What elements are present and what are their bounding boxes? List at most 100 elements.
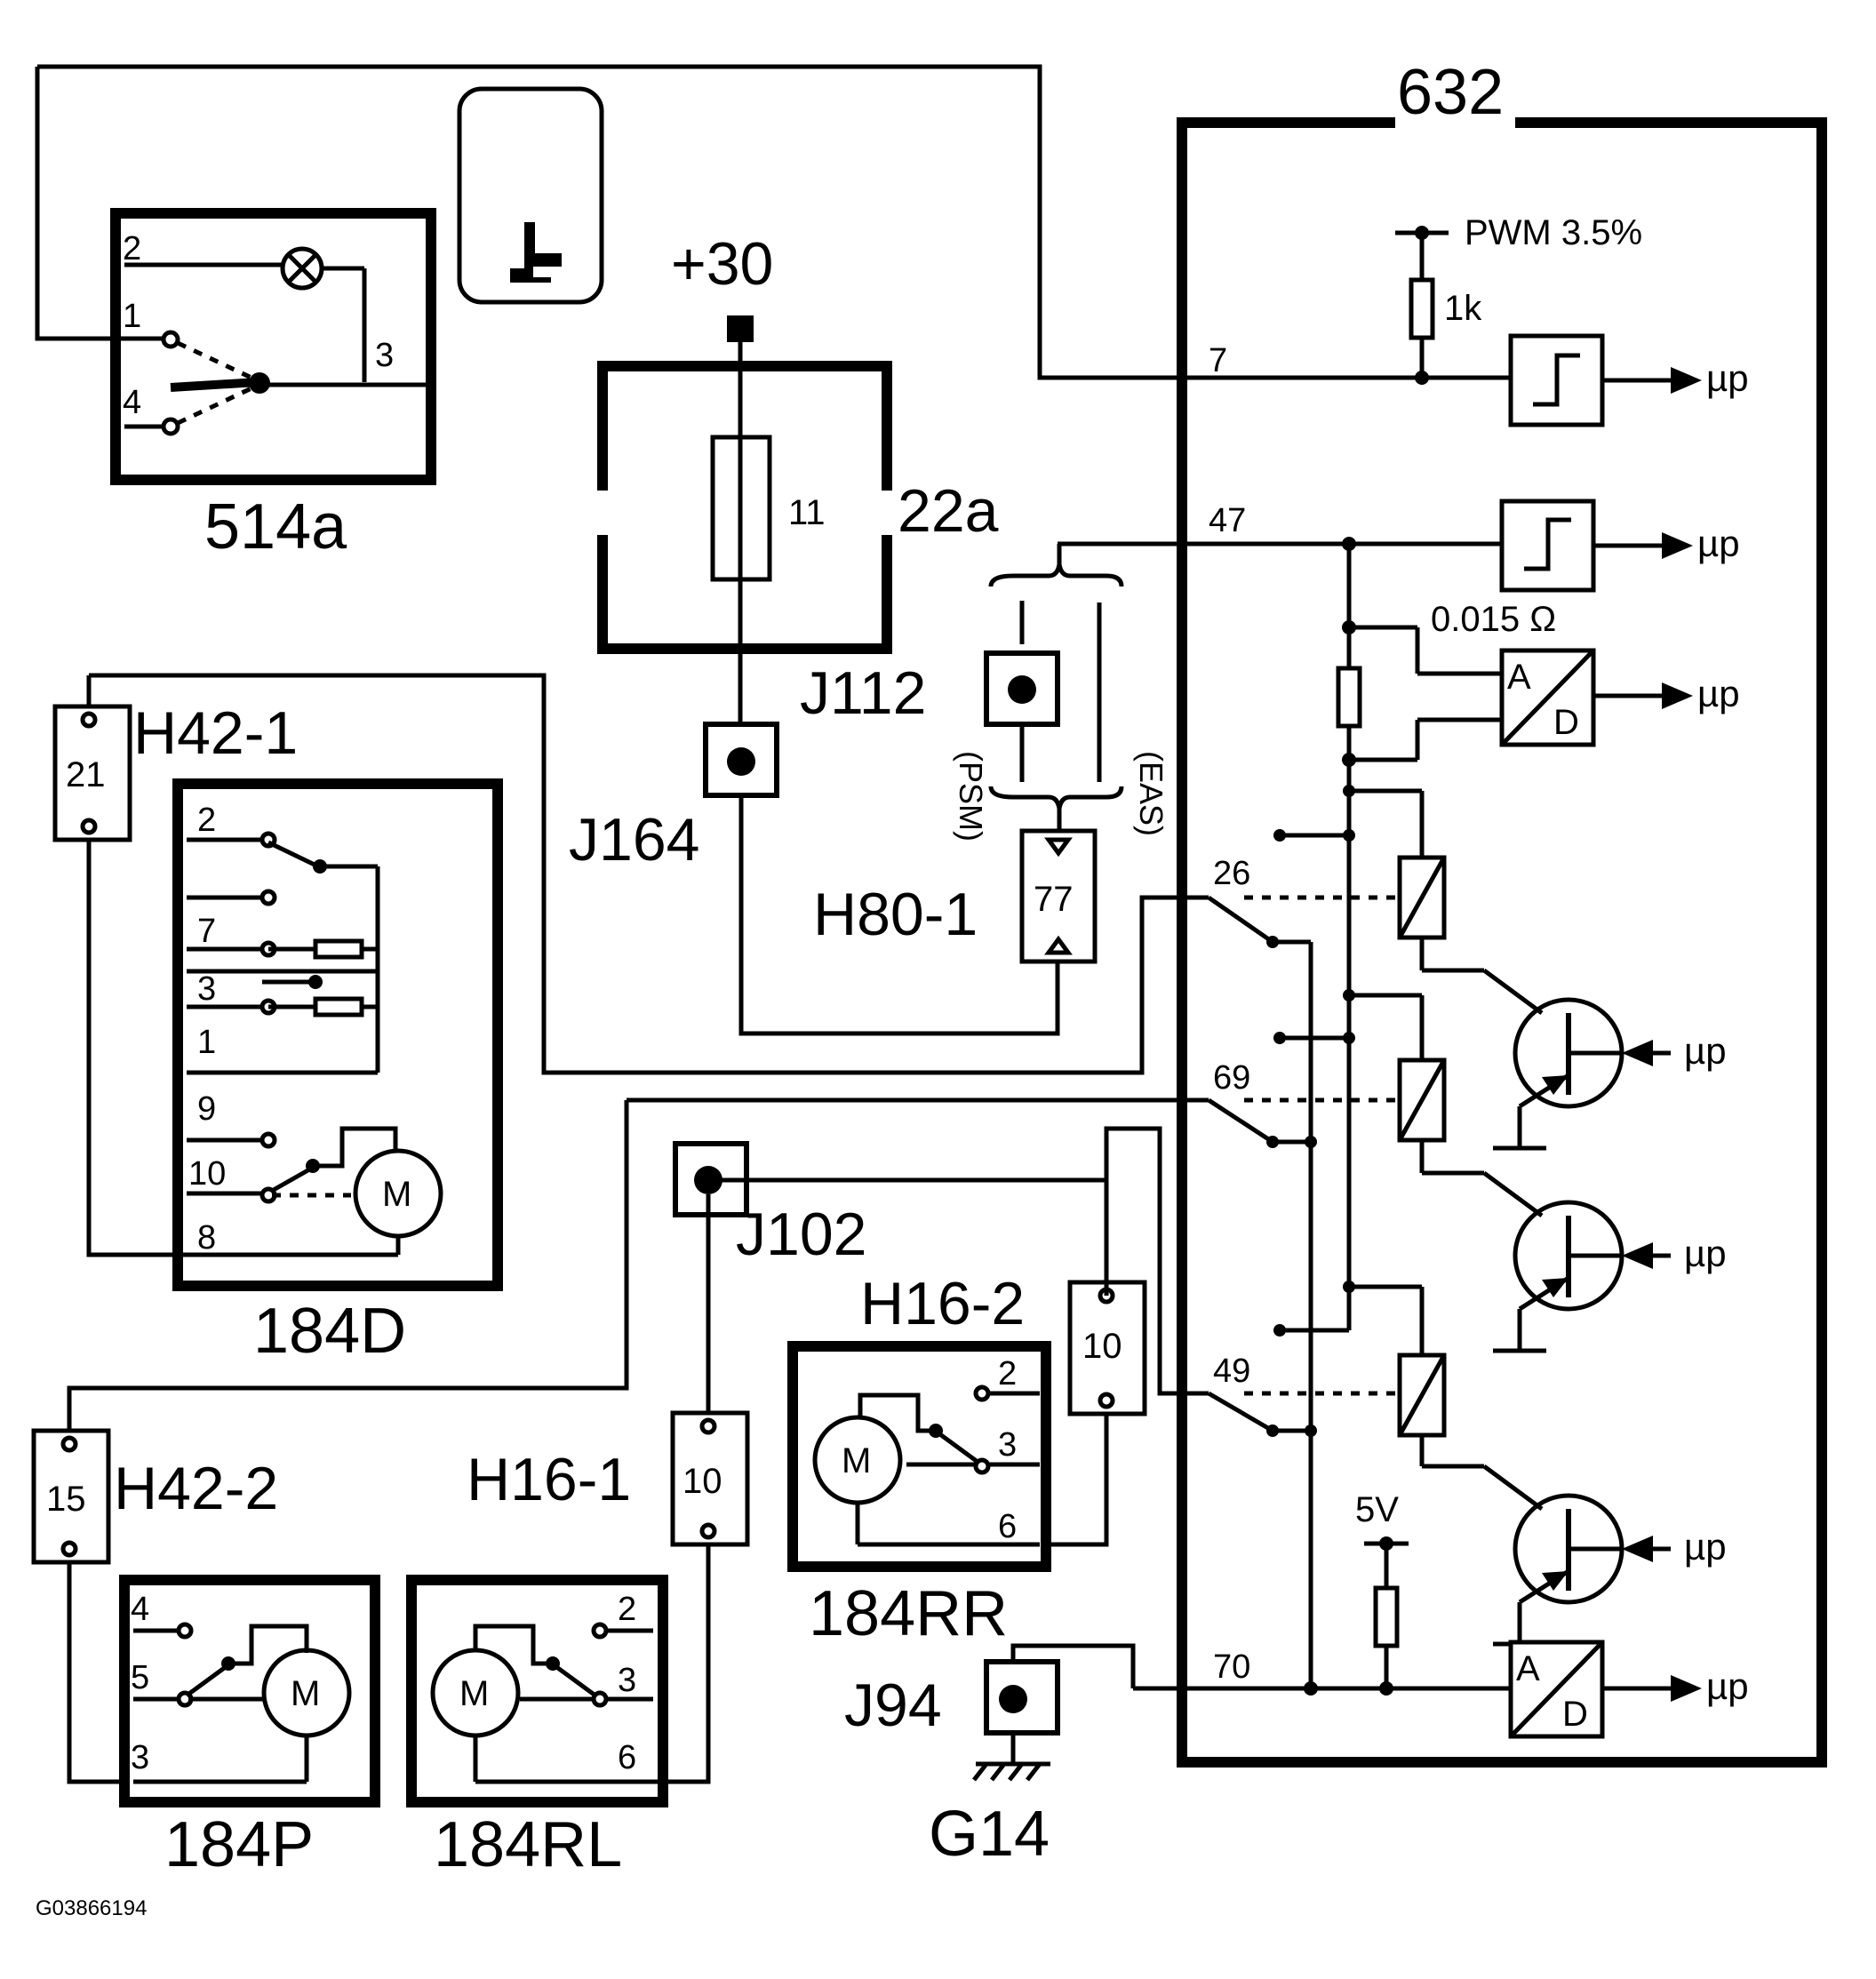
184rr-pin-3: 3 bbox=[998, 1426, 1017, 1464]
switch-514a: 2 1 4 3 bbox=[110, 208, 436, 485]
pin-26-label: 26 bbox=[1213, 855, 1250, 892]
j94-label: J94 bbox=[844, 1672, 942, 1739]
motor-184p-label: 184P bbox=[164, 1809, 314, 1880]
184p-pin-4: 4 bbox=[131, 1591, 149, 1628]
brace-top bbox=[988, 563, 1124, 587]
ecu-label: 632 bbox=[1397, 57, 1504, 128]
schmitt-trigger-1 bbox=[1508, 333, 1605, 427]
184d-pin-1: 1 bbox=[197, 1024, 216, 1061]
h42-2-pin-label: 15 bbox=[46, 1480, 86, 1519]
pin-47-label: 47 bbox=[1209, 502, 1246, 539]
wire-pin49 bbox=[1104, 1126, 1209, 1396]
sw-pin-1: 1 bbox=[123, 298, 141, 335]
up-label-4: µp bbox=[1684, 1030, 1727, 1072]
switch-514a-label: 514a bbox=[204, 491, 347, 563]
motor-icon-184rr: M bbox=[812, 1415, 903, 1505]
motor-184p: 4 5 3 M bbox=[119, 1575, 380, 1807]
h42-1-pin-label: 21 bbox=[66, 755, 106, 794]
shunt-label: 0.015 Ω bbox=[1431, 600, 1556, 639]
motor-184d-label: 184D bbox=[253, 1296, 406, 1367]
j112-label: J112 bbox=[800, 659, 926, 727]
wire-j94-pin70 bbox=[1010, 1643, 1136, 1688]
wire-h16-1-184rl bbox=[658, 1544, 711, 1784]
adc-a-label-2: A bbox=[1516, 1649, 1540, 1688]
motor-184rl-label: 184RL bbox=[434, 1809, 622, 1880]
seat-icon bbox=[457, 86, 604, 305]
transistor-2 bbox=[1493, 1200, 1625, 1353]
184rl-pin-2: 2 bbox=[618, 1591, 636, 1628]
adc-d-label-2: D bbox=[1562, 1695, 1588, 1734]
wire-h16-2-184rr bbox=[1051, 1414, 1109, 1547]
wire-pin26 bbox=[89, 673, 1209, 1075]
h42-1-label: H42-1 bbox=[133, 699, 298, 767]
eas-label: (EAS) bbox=[1133, 751, 1170, 836]
connector-j164 bbox=[703, 722, 779, 798]
sw-pin-2: 2 bbox=[123, 230, 141, 267]
h16-1-pin-label: 10 bbox=[683, 1462, 722, 1501]
184d-pin-9: 9 bbox=[197, 1090, 216, 1128]
schmitt-trigger-2 bbox=[1499, 499, 1596, 593]
motor-184d: 2 7 3 1 9 10 8 bbox=[172, 778, 503, 1291]
j164-label: J164 bbox=[569, 806, 699, 874]
motor-m-184p: M bbox=[291, 1674, 320, 1713]
resistor-1k bbox=[1409, 277, 1435, 340]
fuse-11-label: 11 bbox=[788, 493, 826, 532]
pwm-label: PWM 3.5% bbox=[1465, 213, 1642, 252]
motor-icon-184rl: M bbox=[430, 1648, 521, 1738]
transistor-3 bbox=[1493, 1493, 1625, 1647]
motor-icon-184p: M bbox=[261, 1648, 352, 1738]
pin-7-label: 7 bbox=[1209, 342, 1227, 379]
wire-514a-pin1 bbox=[35, 67, 164, 341]
pin-49-label: 49 bbox=[1213, 1353, 1250, 1390]
connector-h42-1: 21 bbox=[52, 704, 132, 842]
up-label-6: µp bbox=[1684, 1526, 1727, 1568]
h80-pin-label: 77 bbox=[1034, 880, 1074, 919]
184d-pin-7: 7 bbox=[197, 913, 216, 950]
184d-pin-8: 8 bbox=[197, 1219, 216, 1257]
connector-h80-1: 77 bbox=[1019, 828, 1098, 964]
up-label-5: µp bbox=[1684, 1233, 1727, 1274]
connector-h42-2: 15 bbox=[31, 1428, 111, 1565]
document-id: G03866194 bbox=[36, 1896, 147, 1920]
184d-pin-3: 3 bbox=[197, 970, 216, 1008]
adc-1: A D bbox=[1499, 648, 1596, 747]
connector-j94 bbox=[984, 1659, 1060, 1736]
motor-184rr: 2 3 6 M bbox=[787, 1341, 1051, 1572]
adc-d-label: D bbox=[1553, 703, 1579, 742]
184rl-pin-6: 6 bbox=[618, 1739, 636, 1776]
wire-j164-h80 bbox=[738, 795, 1060, 1036]
motor-m-184d: M bbox=[382, 1175, 411, 1214]
184p-pin-3: 3 bbox=[131, 1739, 149, 1776]
wire-h42-2-184p bbox=[67, 1562, 129, 1784]
h42-2-label: H42-2 bbox=[114, 1455, 278, 1522]
ecu-632: 632 7 PWM 3.5% 1k µp 47 µp bbox=[627, 57, 1827, 1768]
adc-2: A D bbox=[1508, 1640, 1605, 1739]
connector-h16-2: 10 bbox=[1067, 1280, 1147, 1416]
motor-m-184rl: M bbox=[459, 1674, 489, 1713]
g14-label: G14 bbox=[929, 1799, 1050, 1870]
up-label-3: µp bbox=[1697, 673, 1740, 714]
motor-184rr-label: 184RR bbox=[809, 1578, 1008, 1649]
plus30-label: +30 bbox=[671, 230, 773, 298]
ground-icon bbox=[972, 1733, 1050, 1782]
pin-69-label: 69 bbox=[1213, 1059, 1250, 1097]
up-label-7: µp bbox=[1706, 1665, 1749, 1707]
connector-j112 bbox=[984, 601, 1102, 782]
pullup-resistor bbox=[1373, 1585, 1400, 1648]
h80-1-label: H80-1 bbox=[813, 881, 978, 948]
wire-pin7 bbox=[37, 64, 1209, 380]
motor-m-184rr: M bbox=[842, 1441, 871, 1480]
184rr-pin-2: 2 bbox=[998, 1355, 1017, 1392]
transistor-1 bbox=[1493, 997, 1625, 1151]
h16-1-label: H16-1 bbox=[467, 1446, 631, 1513]
terminal-30 bbox=[727, 315, 754, 342]
184p-pin-5: 5 bbox=[131, 1659, 149, 1696]
j102-label: J102 bbox=[736, 1201, 866, 1268]
resistor-1k-label: 1k bbox=[1444, 289, 1482, 328]
h16-2-pin-label: 10 bbox=[1082, 1327, 1122, 1366]
wire-pin69 bbox=[67, 1100, 629, 1431]
sw-pin-3: 3 bbox=[375, 337, 394, 374]
fuse-box-label: 22a bbox=[898, 477, 999, 545]
sw-pin-4: 4 bbox=[123, 384, 141, 421]
